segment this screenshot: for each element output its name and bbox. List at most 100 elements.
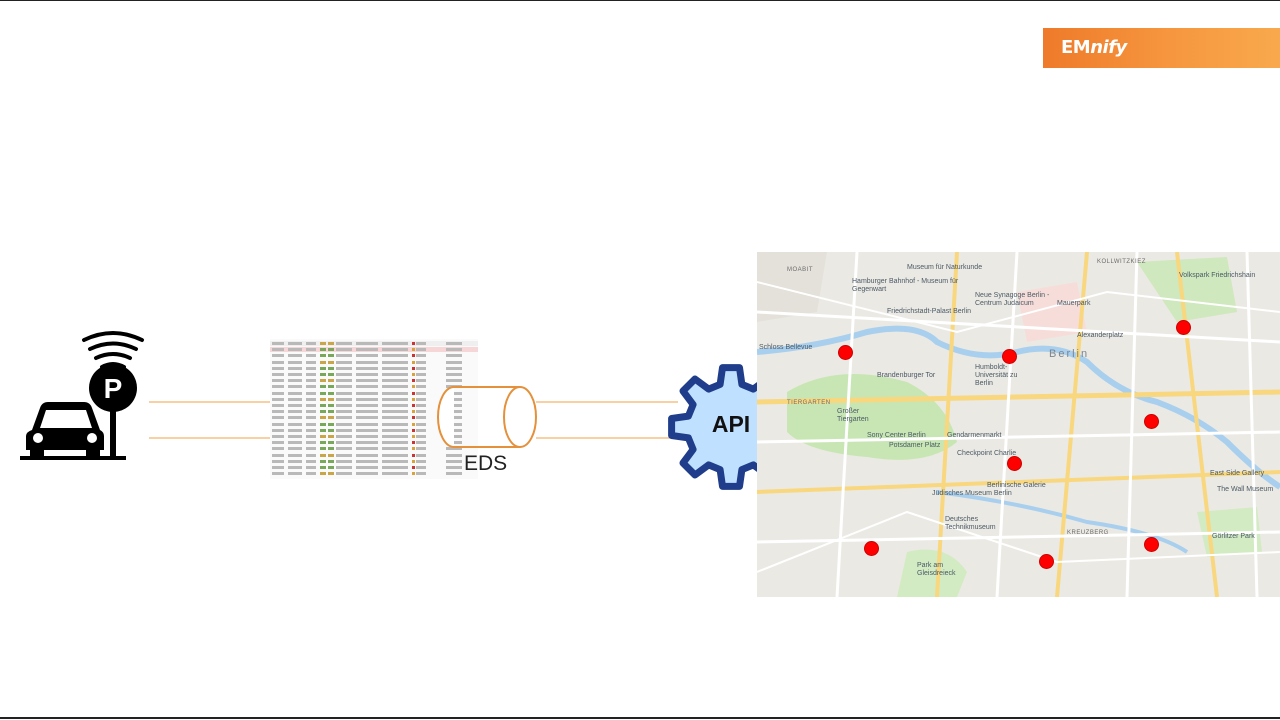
place-label: Schloss Bellevue	[759, 344, 813, 351]
table-thumbnail-cell	[288, 453, 302, 457]
table-thumbnail-cell	[320, 354, 326, 358]
table-thumbnail-cell	[416, 360, 426, 364]
table-thumbnail-cell	[306, 366, 316, 370]
table-thumbnail-cell	[416, 422, 426, 426]
table-thumbnail-cell	[416, 459, 426, 463]
table-thumbnail-row	[270, 372, 478, 377]
table-thumbnail-cell	[356, 441, 378, 445]
table-thumbnail-cell	[288, 466, 302, 469]
table-thumbnail-cell	[306, 404, 316, 407]
table-thumbnail-cell	[288, 379, 302, 383]
table-thumbnail-cell	[336, 435, 352, 438]
table-thumbnail-cell	[412, 391, 415, 395]
table-thumbnail-row	[270, 391, 478, 396]
table-thumbnail-row	[270, 353, 478, 358]
table-thumbnail-cell	[306, 348, 316, 352]
table-thumbnail-cell	[272, 373, 284, 376]
table-thumbnail-cell	[356, 360, 378, 364]
table-thumbnail-cell	[382, 453, 408, 457]
api-label: API	[711, 411, 751, 437]
table-thumbnail-cell	[416, 354, 426, 358]
table-thumbnail-cell	[320, 391, 326, 395]
place-label: Brandenburger Tor	[877, 372, 936, 379]
table-thumbnail-cell	[412, 435, 415, 438]
table-thumbnail-cell	[272, 366, 284, 370]
table-thumbnail-cell	[328, 404, 334, 407]
location-marker	[1007, 456, 1022, 471]
table-thumbnail-cell	[356, 385, 378, 389]
table-thumbnail-cell	[356, 397, 378, 401]
table-thumbnail-cell	[382, 435, 408, 438]
table-thumbnail-cell	[412, 404, 415, 407]
place-label: Sony Center Berlin	[867, 432, 926, 439]
table-thumbnail-cell	[272, 435, 284, 438]
table-thumbnail-cell	[356, 404, 378, 407]
slide-bottom-border	[0, 717, 1280, 719]
table-thumbnail-cell	[272, 428, 284, 432]
table-thumbnail-cell	[328, 354, 334, 358]
table-thumbnail-cell	[336, 472, 352, 476]
eds-label: EDS	[464, 452, 508, 475]
table-thumbnail-cell	[288, 360, 302, 364]
place-label: Humboldt-Universität zu Berlin	[975, 364, 1018, 387]
table-thumbnail-cell	[446, 379, 462, 383]
table-thumbnail-cell	[416, 404, 426, 407]
table-thumbnail-cell	[356, 366, 378, 370]
place-label: Alexanderplatz	[1077, 332, 1124, 339]
table-thumbnail-cell	[356, 373, 378, 376]
table-thumbnail-cell	[416, 385, 426, 389]
table-thumbnail-cell	[446, 348, 462, 352]
table-thumbnail-cell	[328, 416, 334, 420]
ground-line	[20, 456, 126, 460]
table-thumbnail-cell	[320, 472, 326, 476]
table-thumbnail-cell	[412, 410, 415, 414]
table-thumbnail-cell	[412, 379, 415, 383]
table-thumbnail-cell	[446, 342, 462, 345]
table-thumbnail-row	[270, 378, 478, 383]
table-thumbnail-cell	[382, 466, 408, 469]
table-thumbnail-cell	[356, 435, 378, 438]
table-thumbnail-row	[270, 366, 478, 371]
parking-letter: P	[104, 373, 123, 404]
emnify-logo: EMnify	[1043, 28, 1280, 68]
table-thumbnail-cell	[416, 379, 426, 383]
table-thumbnail-cell	[382, 391, 408, 395]
table-thumbnail-cell	[382, 354, 408, 358]
table-thumbnail-cell	[328, 453, 334, 457]
table-thumbnail-cell	[288, 428, 302, 432]
table-thumbnail-cell	[272, 422, 284, 426]
table-thumbnail-cell	[272, 404, 284, 407]
table-thumbnail-cell	[320, 348, 326, 352]
table-thumbnail-cell	[336, 453, 352, 457]
table-thumbnail-cell	[416, 466, 426, 469]
table-thumbnail-cell	[336, 428, 352, 432]
table-thumbnail-cell	[336, 385, 352, 389]
table-thumbnail-cell	[412, 366, 415, 370]
table-thumbnail-cell	[288, 404, 302, 407]
table-thumbnail-cell	[288, 435, 302, 438]
table-thumbnail-cell	[288, 354, 302, 358]
table-thumbnail-cell	[288, 441, 302, 445]
table-thumbnail-cell	[306, 342, 316, 345]
district-label-moabit: MOABIT	[787, 267, 814, 273]
table-thumbnail-cell	[412, 373, 415, 376]
table-thumbnail-cell	[416, 416, 426, 420]
table-thumbnail-cell	[320, 373, 326, 376]
table-thumbnail-cell	[328, 459, 334, 463]
table-thumbnail-cell	[382, 342, 408, 345]
table-thumbnail-cell	[382, 441, 408, 445]
city-label: Berlin	[1049, 348, 1090, 360]
table-thumbnail-cell	[412, 397, 415, 401]
table-thumbnail-cell	[272, 342, 284, 345]
table-thumbnail-cell	[336, 466, 352, 469]
table-thumbnail-cell	[328, 422, 334, 426]
table-thumbnail-cell	[328, 360, 334, 364]
table-thumbnail-cell	[382, 428, 408, 432]
table-thumbnail-row	[270, 446, 478, 451]
place-label: Deutsches Technikmuseum	[945, 516, 996, 531]
table-thumbnail-cell	[272, 360, 284, 364]
table-thumbnail-cell	[272, 447, 284, 451]
table-thumbnail-cell	[320, 422, 326, 426]
location-marker	[1039, 554, 1054, 569]
place-label: The Wall Museum	[1217, 486, 1274, 493]
